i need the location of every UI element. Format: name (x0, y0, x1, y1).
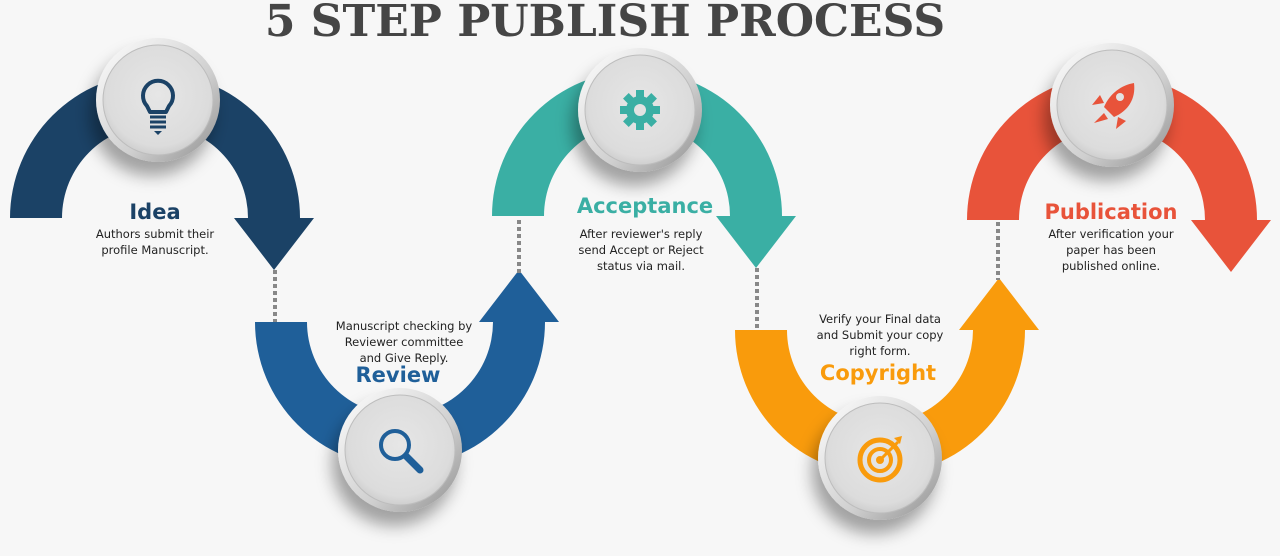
step-description-line: right form. (849, 344, 910, 358)
arc-arrow-body (967, 75, 1257, 220)
step-description-line: published online. (1062, 259, 1160, 273)
icon-disc (96, 38, 220, 162)
step-description-line: Manuscript checking by (336, 319, 473, 333)
icon-disc (338, 388, 462, 512)
arrow-head (959, 278, 1039, 330)
arrow-head (1191, 220, 1271, 272)
rocket-icon (1092, 83, 1135, 129)
step-description-line: Authors submit their (96, 227, 215, 241)
step-description-line: Reviewer committee (345, 335, 464, 349)
step-description-line: After verification your (1048, 227, 1174, 241)
gear-icon (620, 90, 660, 130)
lightbulb-icon (141, 78, 175, 135)
arrow-head (716, 216, 796, 268)
icon-disc (578, 48, 702, 172)
step-description-line: Verify your Final data (819, 312, 941, 326)
step-description-line: send Accept or Reject (578, 243, 704, 257)
arc-arrow-body (255, 322, 545, 467)
step-label: Idea (129, 200, 180, 224)
step-description-line: and Give Reply. (360, 351, 449, 365)
arc-arrow-body (735, 330, 1025, 475)
step-review: Review Manuscript checking by Reviewer com… (255, 220, 559, 512)
step-label: Acceptance (577, 194, 713, 218)
target-icon (857, 436, 903, 483)
arrow-head (234, 218, 314, 270)
magnifier-icon (379, 429, 424, 474)
step-description-line: and Submit your copy (817, 328, 944, 342)
page-title: 5 STEP PUBLISH PROCESS (265, 0, 945, 47)
step-description-line: After reviewer's reply (580, 227, 703, 241)
icon-disc (818, 396, 942, 520)
step-label: Copyright (820, 361, 936, 385)
arrow-head (479, 270, 559, 322)
step-label: Publication (1044, 200, 1177, 224)
step-label: Review (356, 363, 441, 387)
step-description-line: profile Manuscript. (101, 243, 208, 257)
arc-arrow-body (492, 71, 782, 216)
arc-arrow-body (10, 73, 300, 219)
icon-disc (1050, 43, 1174, 167)
step-description-line: status via mail. (597, 259, 685, 273)
step-description-line: paper has been (1066, 243, 1156, 257)
step-copyright: Copyright Verify your Final data and Submi… (735, 222, 1039, 520)
